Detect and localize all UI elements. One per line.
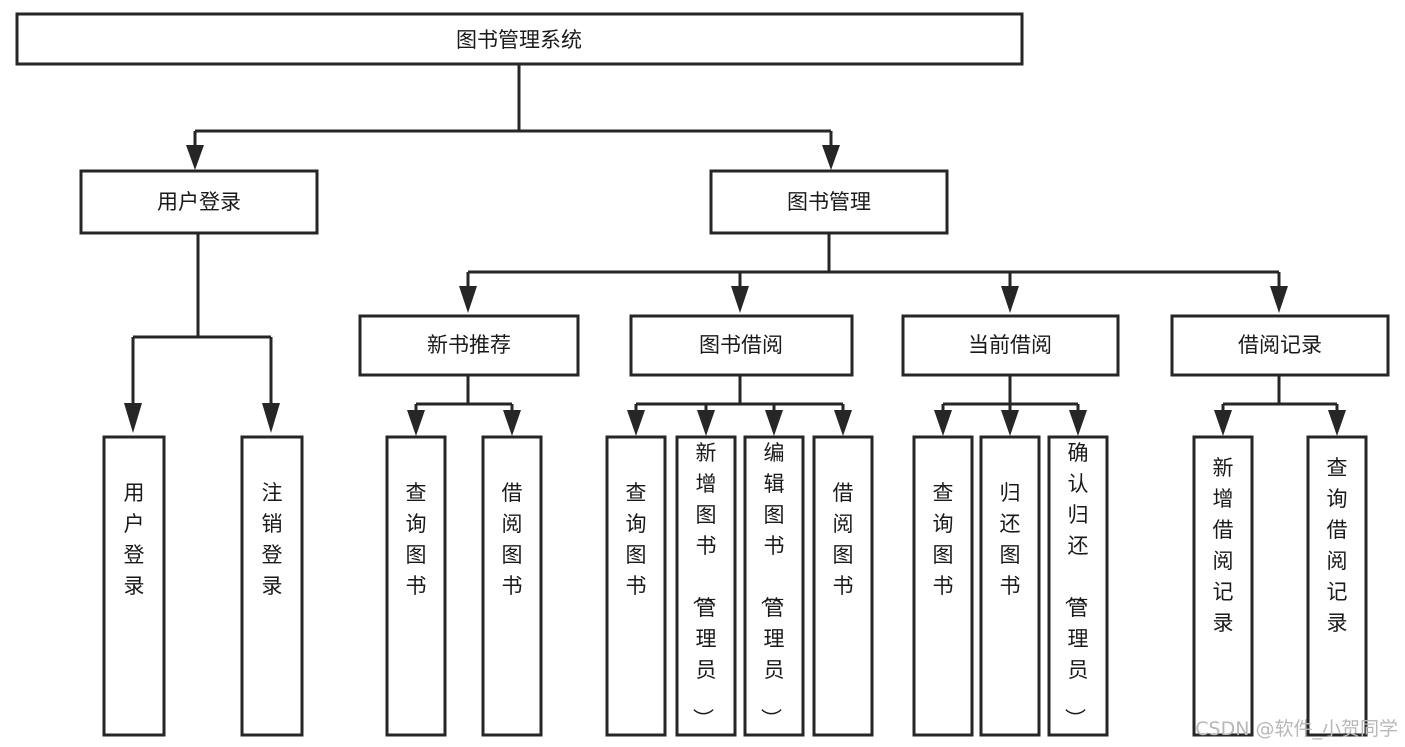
node-leaf-query-book-2[interactable]: 查询图书 (605, 435, 667, 737)
node-leaf-edit-book[interactable]: 编辑图书（管理员） (743, 435, 805, 737)
node-leaf-query-book-3-label: 查询图书 (933, 481, 954, 598)
node-book-manage-label: 图书管理 (787, 190, 871, 214)
node-leaf-confirm-return[interactable]: 确认归还（管理员） (1047, 435, 1109, 737)
node-leaf-query-record[interactable]: 查询借阅记录 (1306, 435, 1368, 737)
node-leaf-query-book-1[interactable]: 查询图书 (385, 435, 447, 737)
node-book-borrow-label: 图书借阅 (699, 333, 783, 357)
arrow-to-leaf-borrow-book-1 (503, 410, 521, 436)
node-leaf-edit-book-box[interactable] (743, 435, 805, 737)
arrow-to-current-borrow (1001, 286, 1019, 313)
node-user-login-box[interactable] (79, 169, 319, 235)
node-new-book-rec[interactable]: 新书推荐 (358, 314, 580, 377)
node-leaf-query-book-2-label: 查询图书 (626, 481, 647, 598)
arrow-to-leaf-add-book (697, 410, 715, 436)
arrow-to-user-login (186, 145, 204, 170)
node-borrow-record[interactable]: 借阅记录 (1170, 314, 1390, 377)
node-leaf-borrow-book-2-box[interactable] (812, 435, 874, 737)
node-leaf-add-book[interactable]: 新增图书（管理员） (675, 435, 737, 737)
arrow-to-leaf-edit-book (765, 410, 783, 436)
arrow-to-book-manage (822, 145, 840, 170)
node-leaf-return-book-label: 归还图书 (1000, 481, 1021, 598)
node-leaf-query-record-box[interactable] (1306, 435, 1368, 737)
arrow-to-new-book-rec (459, 286, 477, 313)
node-leaf-query-book-3-box[interactable] (912, 435, 974, 737)
arrow-to-borrow-record (1270, 286, 1288, 313)
node-leaf-logout-label: 注销登录 (262, 481, 283, 598)
node-leaf-edit-book-label: 编辑图书（管理员） (759, 441, 785, 729)
node-leaf-borrow-book-1[interactable]: 借阅图书 (481, 435, 543, 737)
arrow-to-book-borrow (731, 286, 749, 313)
node-user-login-label: 用户登录 (157, 190, 241, 214)
arrow-to-leaf-query-record (1328, 410, 1346, 436)
node-leaf-query-book-1-label: 查询图书 (406, 481, 427, 598)
arrow-to-leaf-borrow-book-2 (834, 410, 852, 436)
node-leaf-add-book-box[interactable] (675, 435, 737, 737)
node-leaf-user-login-box[interactable] (102, 435, 166, 737)
node-root-box[interactable] (15, 12, 1024, 66)
node-current-borrow-label: 当前借阅 (968, 333, 1052, 357)
node-leaf-add-record-label: 新增借阅记录 (1213, 456, 1234, 635)
arrow-to-leaf-user-login (124, 403, 142, 433)
node-borrow-record-label: 借阅记录 (1238, 333, 1322, 357)
arrow-to-leaf-add-record (1214, 410, 1232, 436)
node-leaf-query-book-3[interactable]: 查询图书 (912, 435, 974, 737)
node-borrow-record-box[interactable] (1170, 314, 1390, 377)
node-user-login[interactable]: 用户登录 (79, 169, 319, 235)
node-current-borrow[interactable]: 当前借阅 (901, 314, 1120, 377)
node-leaf-borrow-book-2[interactable]: 借阅图书 (812, 435, 874, 737)
node-leaf-logout-box[interactable] (240, 435, 304, 737)
arrow-to-leaf-logout (262, 403, 280, 433)
node-leaf-return-book[interactable]: 归还图书 (979, 435, 1041, 737)
node-leaf-borrow-book-2-label: 借阅图书 (833, 481, 854, 598)
node-leaf-borrow-book-1-label: 借阅图书 (502, 481, 523, 598)
arrow-to-leaf-query-book-3 (934, 410, 952, 436)
node-leaf-return-book-box[interactable] (979, 435, 1041, 737)
node-leaf-add-record-box[interactable] (1192, 435, 1254, 737)
node-leaf-query-record-label: 查询借阅记录 (1327, 456, 1348, 635)
node-leaf-borrow-book-1-box[interactable] (481, 435, 543, 737)
node-leaf-user-login-label: 用户登录 (124, 481, 145, 598)
node-root[interactable]: 图书管理系统 (15, 12, 1024, 66)
node-leaf-add-book-label: 新增图书（管理员） (691, 441, 717, 729)
arrow-to-leaf-query-book-1 (407, 410, 425, 436)
connector-layer (124, 64, 1346, 436)
node-new-book-rec-box[interactable] (358, 314, 580, 377)
node-leaf-confirm-return-label: 确认归还（管理员） (1063, 441, 1089, 729)
node-current-borrow-box[interactable] (901, 314, 1120, 377)
node-leaf-confirm-return-box[interactable] (1047, 435, 1109, 737)
node-book-borrow[interactable]: 图书借阅 (629, 314, 854, 377)
node-book-manage-box[interactable] (709, 169, 949, 235)
node-leaf-user-login[interactable]: 用户登录 (102, 435, 166, 737)
arrow-to-leaf-confirm-return (1069, 410, 1087, 436)
node-new-book-rec-label: 新书推荐 (427, 333, 511, 357)
node-leaf-logout[interactable]: 注销登录 (240, 435, 304, 737)
node-leaf-query-book-1-box[interactable] (385, 435, 447, 737)
node-root-label: 图书管理系统 (456, 28, 582, 52)
node-leaf-add-record[interactable]: 新增借阅记录 (1192, 435, 1254, 737)
arrow-to-leaf-return-book (1001, 410, 1019, 436)
node-book-manage[interactable]: 图书管理 (709, 169, 949, 235)
watermark-label: CSDN @软件_小贺同学 (1195, 718, 1398, 740)
node-book-borrow-box[interactable] (629, 314, 854, 377)
arrow-to-leaf-query-book-2 (627, 410, 645, 436)
node-leaf-query-book-2-box[interactable] (605, 435, 667, 737)
